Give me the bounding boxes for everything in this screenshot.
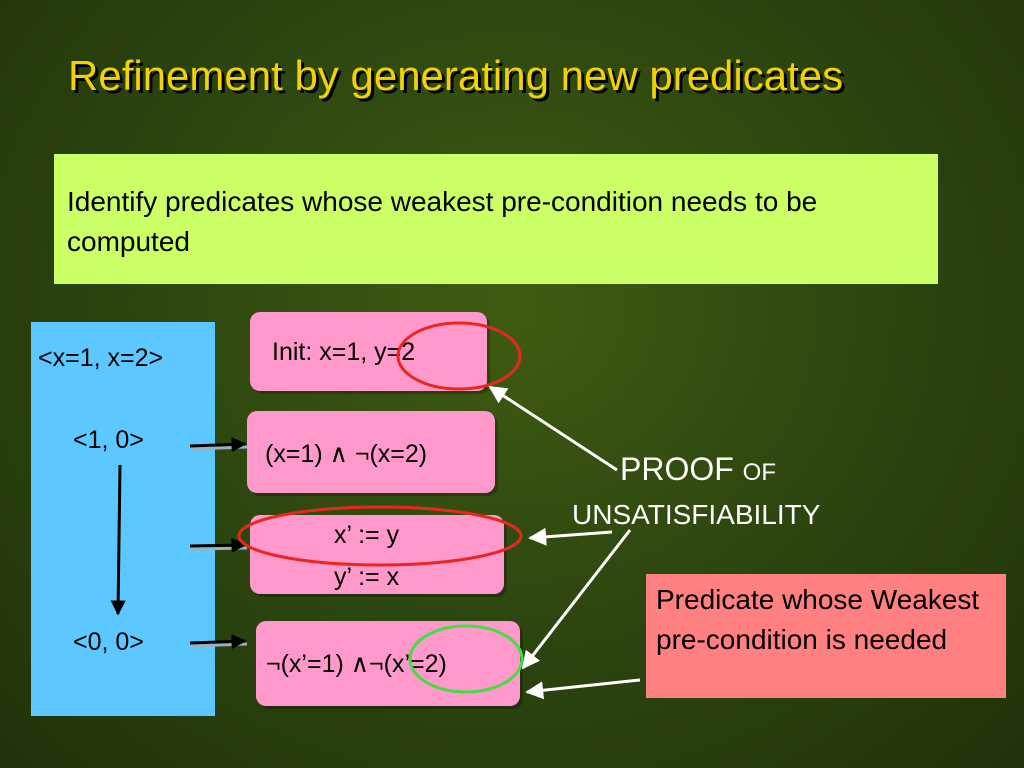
proof-word: PROOF — [620, 451, 734, 487]
predicate-note-box: Predicate whose Weakest pre-condition is… — [646, 574, 1006, 698]
note-arrow-post — [525, 678, 641, 700]
proof-arrow-init — [488, 385, 618, 472]
proof-arrow-post — [521, 529, 632, 670]
assume-box: (x=1) ∧ ¬(x=2) — [247, 411, 495, 493]
of-word: OF — [742, 459, 776, 486]
init-text: Init: x=1, y=2 — [272, 338, 416, 366]
assign-text-y: y’ := x — [334, 563, 400, 591]
proof-arrow-assign — [528, 527, 613, 546]
trace-state-a: <1, 0> — [73, 426, 144, 454]
arrow-state-a — [189, 436, 247, 452]
trace-header: <x=1, x=2> — [38, 344, 164, 372]
unsatisfiability-label: UNSATISFIABILITY — [572, 499, 821, 530]
predicate-note-text: Predicate whose Weakest pre-condition is… — [656, 584, 980, 655]
trace-down-arrow — [110, 464, 126, 616]
intro-box: Identify predicates whose weakest pre-co… — [54, 154, 938, 284]
assign-box: x’ := y y’ := x — [250, 515, 504, 594]
arrow-step — [189, 537, 247, 553]
predicate-highlight-ellipse — [408, 624, 524, 694]
trace-state-b: <0, 0> — [73, 628, 144, 656]
assume-text: (x=1) ∧ ¬(x=2) — [265, 440, 428, 468]
assign-text-x: x’ := y — [334, 521, 400, 549]
slide-title: Refinement by generating new predicates — [68, 52, 844, 99]
arrow-state-b — [189, 633, 247, 649]
init-box: Init: x=1, y=2 — [250, 312, 487, 391]
assign-highlight-ellipse — [237, 505, 523, 567]
intro-text: Identify predicates whose weakest pre-co… — [67, 186, 818, 257]
trace-panel: <x=1, x=2> <1, 0> <0, 0> — [31, 322, 215, 716]
init-highlight-ellipse — [396, 321, 522, 391]
proof-label: PROOF OF — [620, 451, 776, 488]
